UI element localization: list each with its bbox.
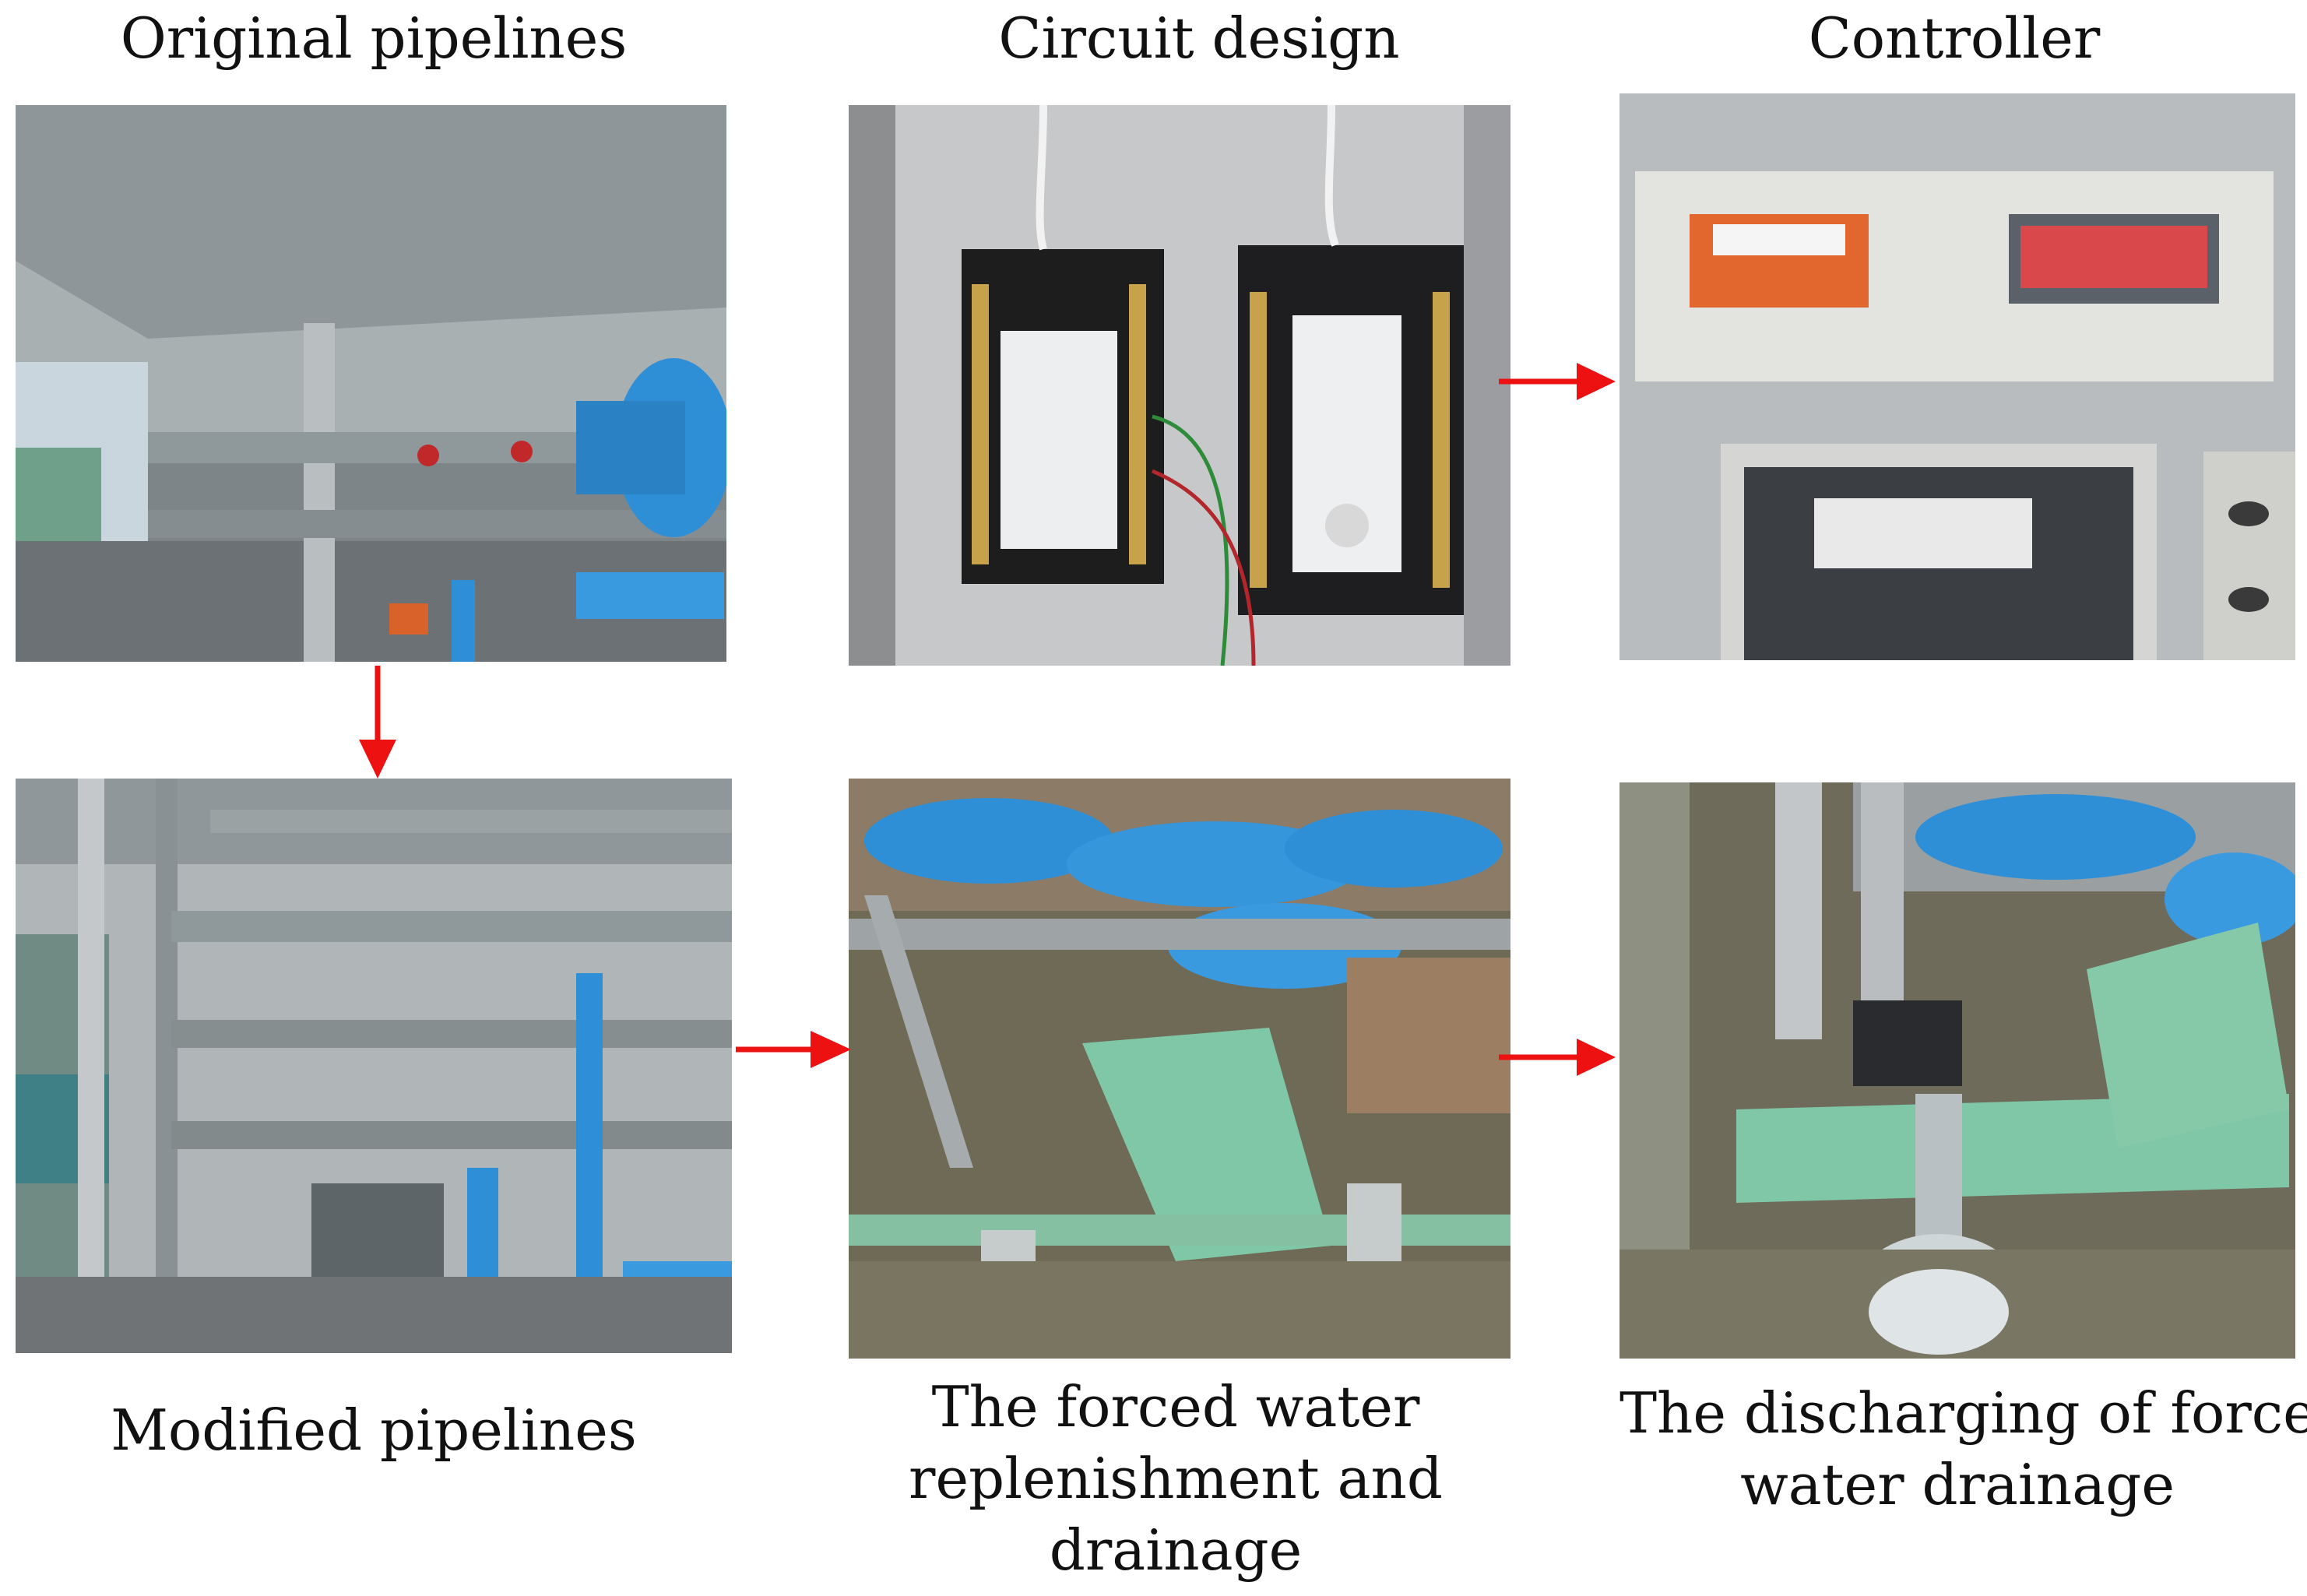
label-discharge-line1: The discharging of forced [1619, 1380, 2307, 1446]
controller-photo [1619, 93, 2295, 660]
label-controller: Controller [1808, 5, 2101, 71]
label-discharge-line2: water drainage [1740, 1452, 2175, 1517]
discharge-photo [1619, 782, 2295, 1359]
modified-pipelines-photo [16, 779, 732, 1353]
forced-water-photo [849, 779, 1510, 1359]
arrow-right-forced-to-discharge [1499, 1034, 1616, 1081]
label-modified-pipelines: Modified pipelines [111, 1397, 637, 1463]
arrow-down-original-to-modified [354, 666, 401, 779]
circuit-design-photo [849, 105, 1510, 666]
label-forced-water-line2: replenishment and [909, 1446, 1443, 1511]
label-forced-water-line1: The forced water [931, 1374, 1420, 1440]
arrow-right-circuit-to-controller [1499, 358, 1616, 405]
label-forced-water-line3: drainage [1049, 1517, 1303, 1583]
label-circuit-design: Circuit design [998, 5, 1400, 71]
label-original-pipelines: Original pipelines [120, 5, 628, 71]
original-pipelines-photo [16, 105, 726, 662]
arrow-right-modified-to-forced [736, 1026, 851, 1073]
